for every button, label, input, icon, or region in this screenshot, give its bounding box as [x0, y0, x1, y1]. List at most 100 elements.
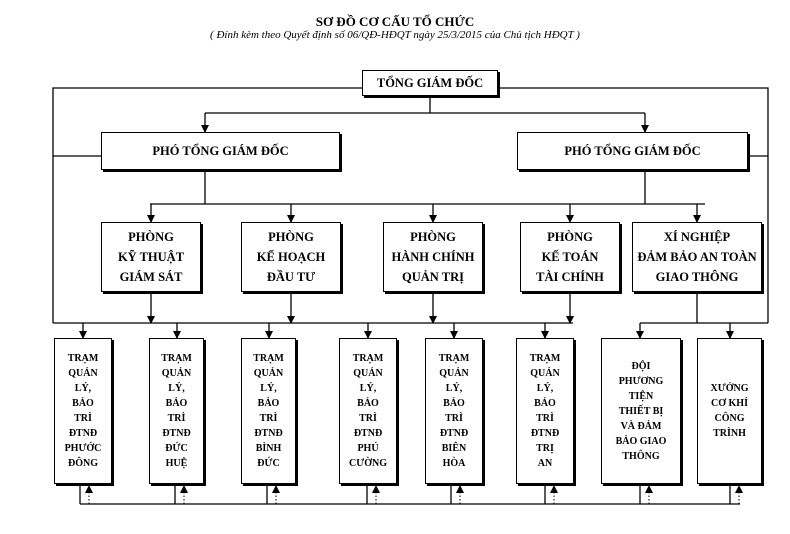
unit-box-5-line: LÝ, [445, 383, 463, 394]
unit-box-1-line: TRÌ [74, 413, 92, 424]
department-box-1-line: GIÁM SÁT [119, 270, 183, 284]
department-box-1-line: PHÒNG [128, 230, 174, 244]
unit-box-8-line: CƠ KHÍ [711, 398, 748, 409]
unit-box-5-line: ĐTNĐ [439, 428, 469, 439]
unit-box-8-line: CÔNG [714, 413, 745, 424]
unit-box-2-line: ĐTNĐ [162, 428, 191, 439]
department-box-2: PHÒNG KẾ HOẠCH ĐẦU TƯ [241, 222, 341, 292]
unit-box-2-line: TRÌ [167, 413, 186, 424]
department-box-4-line: TÀI CHÍNH [536, 270, 604, 284]
department-box-5-line: ĐẢM BẢO AN TOÀN [637, 250, 757, 264]
unit-box-6-line: AN [537, 458, 553, 469]
unit-box-5-line: TRÌ [445, 413, 463, 424]
unit-box-7-line: THIẾT BỊ [618, 405, 664, 417]
unit-box-1-line: ĐÔNG [67, 458, 98, 469]
unit-box-3-line: ĐTNĐ [254, 428, 283, 439]
deputy-director-right-box: PHÓ TỔNG GIÁM ĐỐC [517, 132, 748, 170]
department-box-3-line: HÀNH CHÍNH [391, 250, 475, 264]
department-box-2-line: PHÒNG [268, 230, 314, 244]
unit-box-7-line: THÔNG [622, 450, 660, 462]
unit-box-1-text: TRẠM QUẢN LÝ, BẢO TRÌ ĐTNĐ PHƯỚC ĐÔNG [65, 351, 102, 471]
department-box-1: PHÒNG KỸ THUẬT GIÁM SÁT [101, 222, 201, 292]
unit-box-5-line: BẢO [443, 398, 465, 409]
unit-box-6-line: QUẢN [530, 368, 560, 379]
department-box-1-text: PHÒNG KỸ THUẬT GIÁM SÁT [118, 227, 184, 287]
unit-box-7-text: ĐỘI PHƯƠNG TIỆN THIẾT BỊ VÀ ĐẢM BẢO GIAO THÔNG [616, 359, 667, 464]
unit-box-8-text: XƯỞNG CƠ KHÍ CÔNG TRÌNH [711, 381, 749, 441]
unit-box-7-line: BẢO GIAO [615, 435, 667, 447]
unit-box-4-line: TRẠM [352, 353, 384, 364]
chart-subtitle: ( Đính kèm theo Quyết định số 06/QĐ-HĐQT… [210, 29, 580, 41]
unit-box-2-text: TRẠM QUẢN LÝ, BẢO TRÌ ĐTNĐ ĐỨC HUỆ [161, 351, 192, 471]
unit-box-3-line: TRÌ [259, 413, 278, 424]
deputy-director-left-box: PHÓ TỔNG GIÁM ĐỐC [101, 132, 340, 170]
unit-box-2-line: LÝ, [168, 383, 185, 394]
unit-box-1-line: LÝ, [74, 383, 92, 394]
unit-box-3-line: QUẢN [253, 368, 284, 379]
unit-box-7: ĐỘI PHƯƠNG TIỆN THIẾT BỊ VÀ ĐẢM BẢO GIAO THÔNG [601, 338, 681, 484]
unit-box-4-line: CƯỜNG [349, 458, 387, 469]
unit-box-6-line: TRỊ [536, 443, 554, 454]
department-box-4-line: PHÒNG [547, 230, 593, 244]
unit-box-6-line: TRẠM [529, 353, 561, 364]
unit-box-3-line: BÌNH [255, 443, 282, 454]
department-box-2-line: KẾ HOẠCH [256, 250, 326, 264]
unit-box-2-line: BẢO [165, 398, 188, 409]
department-box-1-line: KỸ THUẬT [117, 250, 185, 264]
unit-box-2-line: ĐỨC [165, 443, 188, 454]
unit-box-8-line: XƯỞNG [710, 383, 749, 394]
department-box-5-line: GIAO THÔNG [655, 270, 739, 284]
department-box-5-text: XÍ NGHIỆP ĐẢM BẢO AN TOÀN GIAO THÔNG [637, 227, 756, 287]
unit-box-2-line: QUẢN [161, 368, 192, 379]
unit-box-4-line: BẢO [357, 398, 379, 409]
general-director-box: TỔNG GIÁM ĐỐC [362, 70, 498, 96]
unit-box-5-line: TRẠM [438, 353, 470, 364]
unit-box-4-line: LÝ, [359, 383, 377, 394]
general-director-label: TỔNG GIÁM ĐỐC [376, 75, 484, 90]
unit-box-5-line: HÒA [442, 458, 466, 469]
unit-box-8-line: TRÌNH [713, 428, 746, 439]
unit-box-1-line: PHƯỚC [64, 443, 102, 454]
deputy-director-right-label: PHÓ TỔNG GIÁM ĐỐC [564, 143, 701, 158]
unit-box-8: XƯỞNG CƠ KHÍ CÔNG TRÌNH [697, 338, 762, 484]
unit-box-4: TRẠM QUẢN LÝ, BẢO TRÌ ĐTNĐ PHÚ CƯỜNG [339, 338, 397, 484]
unit-box-1-line: TRẠM [67, 353, 99, 364]
unit-box-3-line: LÝ, [260, 383, 277, 394]
unit-box-7-line: ĐỘI [631, 360, 651, 372]
unit-box-4-text: TRẠM QUẢN LÝ, BẢO TRÌ ĐTNĐ PHÚ CƯỜNG [349, 351, 387, 471]
unit-box-2-line: HUỆ [165, 458, 188, 469]
unit-box-4-line: TRÌ [359, 413, 377, 424]
unit-box-1-line: BẢO [72, 398, 94, 409]
department-box-5-line: XÍ NGHIỆP [663, 230, 731, 244]
chart-title: SƠ ĐỒ CƠ CẤU TỔ CHỨC [315, 14, 475, 29]
unit-box-2-line: TRẠM [161, 353, 192, 364]
department-box-5: XÍ NGHIỆP ĐẢM BẢO AN TOÀN GIAO THÔNG [632, 222, 762, 292]
unit-box-6-line: LÝ, [536, 383, 554, 394]
unit-box-7-line: TIỆN [628, 390, 654, 402]
unit-box-3-line: TRẠM [253, 353, 284, 364]
department-box-2-text: PHÒNG KẾ HOẠCH ĐẦU TƯ [257, 227, 325, 287]
unit-box-6-line: TRÌ [536, 413, 554, 424]
unit-box-1-line: QUẢN [68, 368, 98, 379]
department-box-3-line: PHÒNG [410, 230, 456, 244]
unit-box-1: TRẠM QUẢN LÝ, BẢO TRÌ ĐTNĐ PHƯỚC ĐÔNG [54, 338, 112, 484]
unit-box-3-line: ĐỨC [257, 458, 280, 469]
unit-box-7-line: PHƯƠNG [618, 375, 664, 387]
unit-box-4-line: ĐTNĐ [353, 428, 383, 439]
unit-box-4-line: QUẢN [353, 368, 383, 379]
unit-box-7-line: VÀ ĐẢM [620, 420, 662, 432]
unit-box-4-line: PHÚ [357, 443, 379, 454]
department-box-3-line: QUẢN TRỊ [402, 270, 464, 284]
department-box-3-text: PHÒNG HÀNH CHÍNH QUẢN TRỊ [392, 227, 475, 287]
unit-box-1-line: ĐTNĐ [68, 428, 98, 439]
department-box-2-line: ĐẦU TƯ [266, 270, 316, 284]
deputy-director-left-label: PHÓ TỔNG GIÁM ĐỐC [152, 143, 289, 158]
unit-box-2: TRẠM QUẢN LÝ, BẢO TRÌ ĐTNĐ ĐỨC HUỆ [149, 338, 204, 484]
